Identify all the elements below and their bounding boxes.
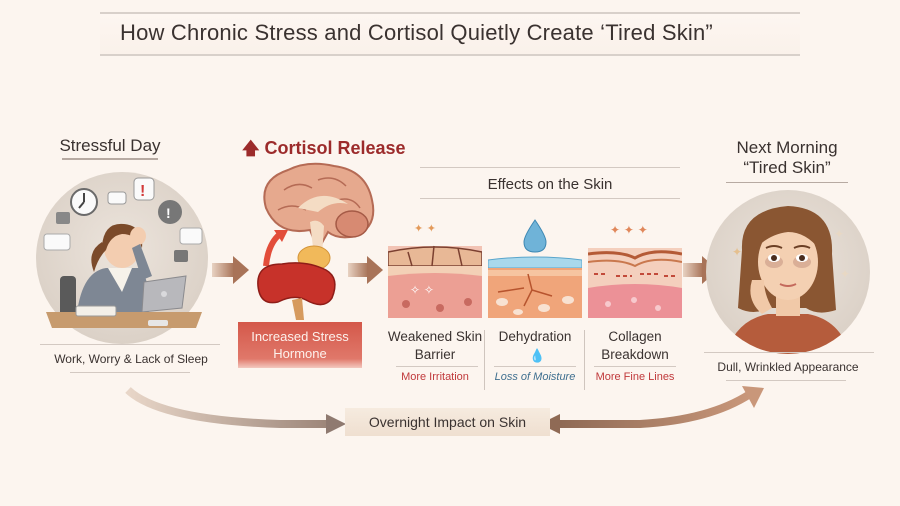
- overnight-impact-ribbon: Overnight Impact on Skin: [345, 408, 550, 436]
- water-drop-dry-skin-icon: [488, 219, 582, 318]
- effect-result-fine-lines: More Fine Lines: [595, 371, 675, 383]
- stage1-rule-bottom: [70, 372, 190, 373]
- svg-text:✧ ✧: ✧ ✧: [410, 283, 434, 297]
- flow-arrow-1-shaft: [212, 263, 234, 277]
- stage4-heading-line1: Next Morning: [736, 138, 838, 157]
- stage4-rule-bottom: [726, 380, 846, 381]
- svg-text:!: !: [140, 183, 145, 200]
- page-title: How Chronic Stress and Cortisol Quietly …: [120, 20, 713, 45]
- flow-arrow-3-shaft: [683, 263, 703, 277]
- stage1-caption: Work, Worry & Lack of Sleep: [54, 352, 208, 366]
- skin-panel-dehydration: [488, 218, 582, 318]
- flow-arrow-2-shaft: [348, 263, 368, 277]
- stage4-underline: [726, 182, 848, 183]
- effect-label-dehydration: Dehydration: [498, 329, 572, 344]
- tired-woman-illustration: ✦ ✦ ✦: [706, 190, 870, 354]
- brain-icon: [257, 162, 375, 320]
- svg-text:!: !: [166, 205, 171, 221]
- stage4-caption: Dull, Wrinkled Appearance: [717, 360, 859, 374]
- effect-rule-3: [594, 366, 676, 367]
- skin-panel-collagen: ✦ ✦ ✦: [588, 218, 682, 318]
- small-water-drop-icon: 💧: [529, 348, 546, 363]
- stage1-underline: [62, 158, 158, 160]
- up-arrow-icon: 🡅: [242, 139, 260, 158]
- stage4-heading-line2: “Tired Skin”: [743, 158, 831, 177]
- svg-text:✦: ✦: [834, 227, 844, 241]
- effect-result-moisture: Loss of Moisture: [494, 371, 576, 383]
- brain-adrenal-illustration: [248, 160, 388, 320]
- svg-text:✦: ✦: [732, 245, 742, 259]
- effect-label-barrier: Weakened Skin Barrier: [387, 329, 483, 362]
- stage1-rule-top: [40, 344, 220, 345]
- increased-stress-hormone-banner: Increased Stress Hormone: [238, 322, 362, 368]
- cracked-skin-layers-icon: ✦ ✦ ✧ ✧: [388, 222, 482, 318]
- wavy-collagen-layers-icon: ✦ ✦ ✦: [588, 223, 682, 318]
- stage3-heading: Effects on the Skin: [487, 176, 613, 193]
- stressed-woman-icon: ! !: [43, 177, 203, 328]
- svg-text:✦ ✦: ✦ ✦: [414, 222, 436, 235]
- skin-panel-barrier: ✦ ✦ ✧ ✧: [388, 218, 482, 318]
- stage2-heading: 🡅 Cortisol Release: [242, 136, 406, 165]
- divider-1: [484, 330, 485, 390]
- effect-result-irritation: More Irritation: [401, 371, 469, 383]
- svg-text:✦: ✦: [840, 267, 850, 281]
- svg-text:✦ ✦ ✦: ✦ ✦ ✦: [610, 223, 648, 237]
- stage3-rule-top: [420, 167, 680, 168]
- stage3-rule-bottom: [420, 198, 680, 199]
- flow-arrow-2-icon: [367, 256, 383, 284]
- tired-woman-face-icon: ✦ ✦ ✦: [726, 206, 850, 354]
- effect-rule-2: [494, 366, 576, 367]
- stage4-heading: Next Morning “Tired Skin”: [712, 138, 862, 178]
- stressed-woman-illustration: ! !: [36, 172, 208, 344]
- stage1-heading: Stressful Day: [59, 136, 161, 155]
- overnight-curved-arrows: [125, 386, 764, 434]
- stage2-heading-text: Cortisol Release: [264, 138, 406, 158]
- effect-rule-1: [396, 366, 478, 367]
- title-banner: [100, 12, 800, 56]
- stage4-rule-top: [704, 352, 874, 353]
- flow-arrow-1-icon: [233, 256, 249, 284]
- divider-2: [584, 330, 585, 390]
- effect-label-collagen: Collagen Breakdown: [601, 329, 669, 362]
